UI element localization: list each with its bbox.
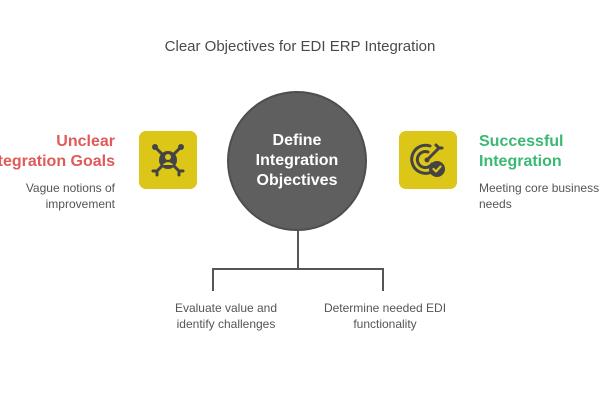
define-objectives-circle: Define Integration Objectives [227,91,367,231]
branch-1-line-2: identify challenges [176,317,276,331]
unclear-goals-title-line-1: Unclear [56,133,115,150]
successful-integration-description: Meeting core business needs [479,180,599,212]
successful-integration-title-line-1: Successful [479,133,564,150]
unclear-goals-description: Vague notions of improvement [26,180,115,212]
branch-2-line-1: Determine needed EDI [323,301,447,315]
successful-integration-icon-box [399,131,457,189]
center-line-1: Define [272,132,322,149]
unclear-goals-desc-line-2: improvement [45,197,115,211]
unclear-goals-title-line-2: Integration Goals [0,153,115,170]
successful-integration-desc-line-1: Meeting core business [479,181,600,195]
successful-integration-title: Successful Integration [479,132,563,172]
unclear-goals-icon-box [139,131,197,189]
center-line-3: Objectives [256,172,338,189]
define-objectives-label: Define Integration Objectives [242,131,352,191]
connector-bar [212,268,384,270]
branch-determine-functionality: Determine needed EDI functionality [305,300,465,332]
target-check-icon [410,143,445,177]
connector-right-branch [382,268,384,291]
connector-left-branch [212,268,214,291]
unclear-goals-title: Unclear Integration Goals [0,132,115,172]
successful-integration-title-line-2: Integration [479,153,562,170]
diagram-title: Clear Objectives for EDI ERP Integration [164,38,436,55]
connector-trunk [297,231,299,269]
unclear-goals-desc-line-1: Vague notions of [25,181,115,195]
person-network-icon [151,144,185,177]
branch-2-line-2: functionality [353,317,417,331]
branch-evaluate-value: Evaluate value and identify challenges [146,300,306,332]
center-line-2: Integration [255,152,339,169]
branch-1-line-1: Evaluate value and [174,301,278,315]
successful-integration-desc-line-2: needs [479,197,512,211]
